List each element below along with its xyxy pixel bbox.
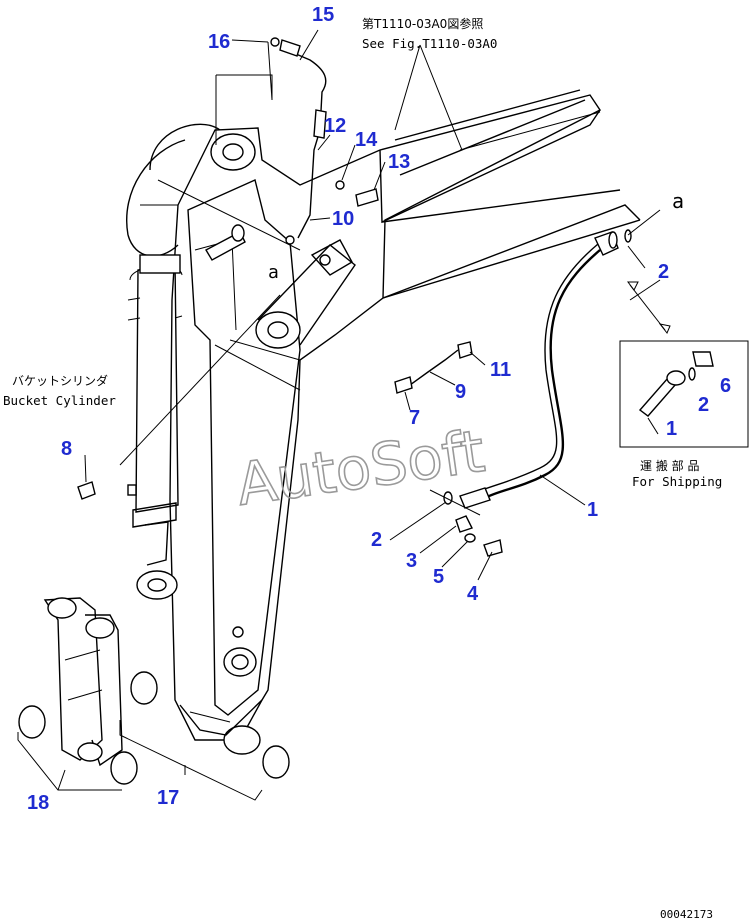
hose-assembly bbox=[429, 229, 632, 557]
callout-15: 15 bbox=[312, 4, 334, 26]
callout-3: 3 bbox=[406, 550, 417, 572]
callout-2-hose-top: 2 bbox=[658, 261, 669, 283]
callout-2-shipping: 2 bbox=[698, 394, 709, 416]
callout-1-hose: 1 bbox=[587, 499, 598, 521]
arm-drawing bbox=[126, 89, 641, 755]
shipping-detail-box bbox=[619, 340, 749, 448]
callout-18: 18 bbox=[27, 792, 49, 814]
view-marker-a-right: a bbox=[672, 189, 684, 213]
shims bbox=[18, 671, 290, 785]
bucket-links-drawing bbox=[43, 597, 123, 767]
callout-16: 16 bbox=[208, 31, 230, 53]
reference-note-en: See Fig.T1110-03A0 bbox=[362, 36, 497, 51]
callout-1-shipping: 1 bbox=[666, 418, 677, 440]
reference-note-jp: 第T1110-03A0図参照 bbox=[362, 16, 483, 31]
shipping-label-jp: 運 搬 部 品 bbox=[640, 458, 699, 473]
callout-9: 9 bbox=[455, 381, 466, 403]
callout-14: 14 bbox=[355, 129, 378, 151]
callout-17: 17 bbox=[157, 787, 179, 809]
callout-6: 6 bbox=[720, 375, 731, 397]
callout-7: 7 bbox=[409, 407, 420, 429]
callout-12: 12 bbox=[324, 115, 346, 137]
bucket-cylinder-drawing bbox=[127, 254, 183, 600]
callout-10: 10 bbox=[332, 208, 354, 230]
callout-11: 11 bbox=[490, 359, 511, 381]
callout-8: 8 bbox=[61, 438, 72, 460]
leader-lines bbox=[17, 29, 671, 801]
callout-labels: 15 16 12 14 13 10 2 11 9 7 8 1 2 6 1 2 3… bbox=[27, 4, 731, 814]
bucket-cylinder-jp: バケットシリンダ bbox=[12, 373, 108, 388]
small-fittings bbox=[77, 341, 473, 500]
drawing-number: 00042173 bbox=[660, 908, 713, 921]
bucket-cylinder-en: Bucket Cylinder bbox=[3, 393, 116, 408]
callout-13: 13 bbox=[388, 151, 410, 173]
callout-4: 4 bbox=[467, 583, 479, 605]
shipping-label-en: For Shipping bbox=[632, 474, 722, 489]
grease-tube bbox=[205, 37, 379, 261]
view-marker-a-arm: a bbox=[268, 262, 279, 283]
callout-5: 5 bbox=[433, 566, 444, 588]
callout-2-hose-end: 2 bbox=[371, 529, 382, 551]
